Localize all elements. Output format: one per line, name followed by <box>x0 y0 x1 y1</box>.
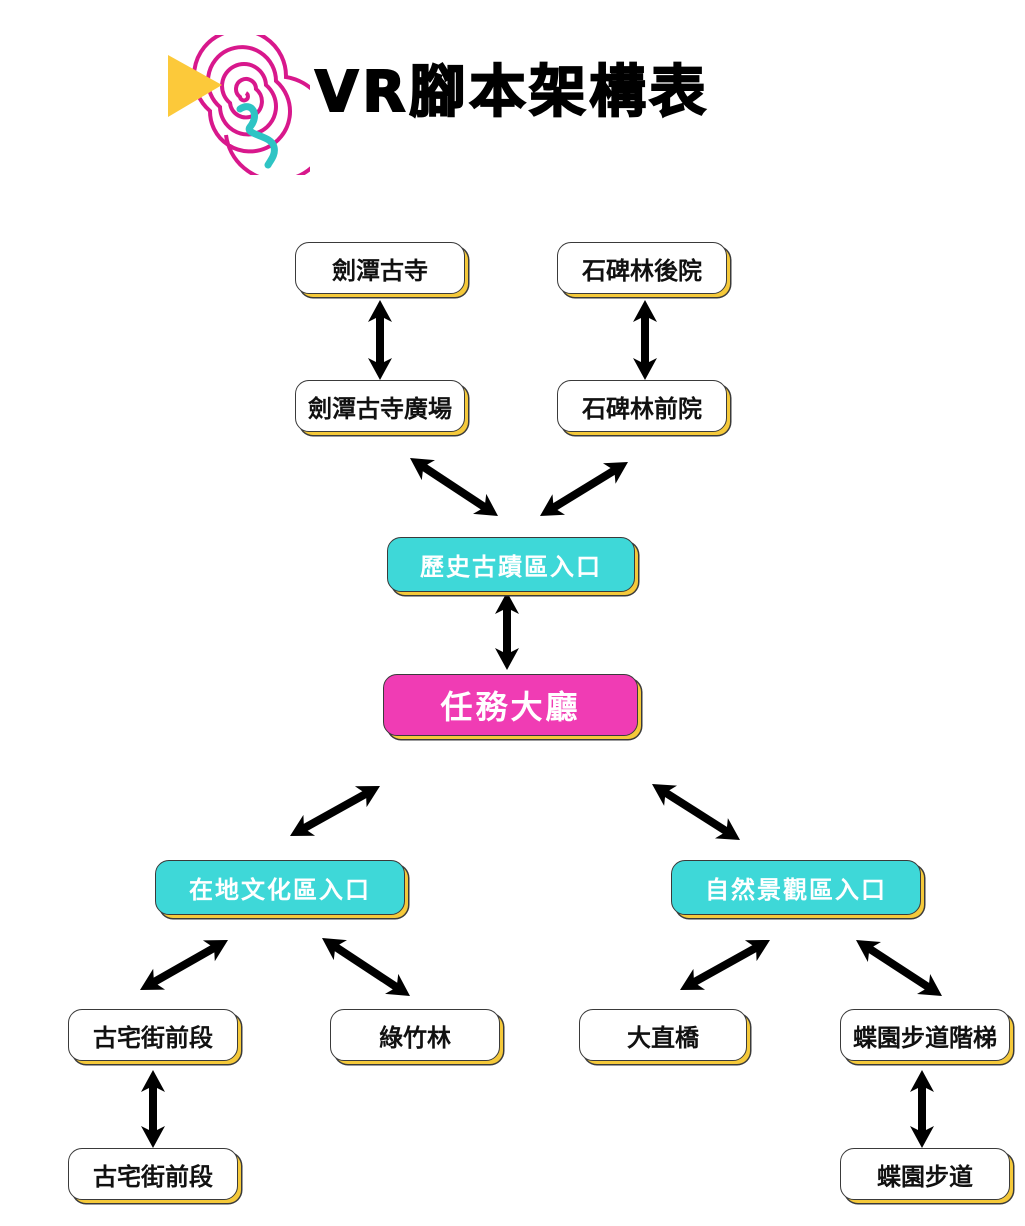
node-label: 任務大廳 <box>440 688 581 726</box>
arrow-stele-front-to-history-entrance <box>540 462 628 516</box>
arrow-head <box>856 940 881 963</box>
arrow-head <box>495 648 519 670</box>
node-old-street-front[interactable]: 古宅街前段 <box>68 1009 238 1061</box>
arrow-head <box>202 940 228 962</box>
arrow-head <box>141 1126 165 1148</box>
arrow-nature-entrance-to-dazhi-bridge <box>856 940 942 996</box>
arrow-head <box>473 493 498 516</box>
arrow-shaft <box>549 465 619 513</box>
node-stele-front[interactable]: 石碑林前院 <box>557 380 727 432</box>
arrow-shaft <box>299 788 371 834</box>
spiral-play-logo-icon <box>168 35 310 175</box>
arrow-head <box>410 458 435 481</box>
node-history-entrance[interactable]: 歷史古蹟區入口 <box>387 537 635 592</box>
arrow-head <box>290 814 316 836</box>
arrow-shaft <box>660 787 732 837</box>
arrow-jiantan-temple-to-jiantan-plaza <box>368 300 392 380</box>
arrow-shaft <box>330 941 402 993</box>
node-label: 蝶園步道階梯 <box>853 1023 997 1052</box>
node-label: 劍潭古寺廣場 <box>308 394 452 423</box>
logo-squiggle <box>236 103 278 169</box>
arrow-stele-back-to-stele-front <box>633 300 657 380</box>
arrow-head <box>680 968 706 990</box>
node-label: 石碑林後院 <box>582 256 702 285</box>
node-old-street-front-2[interactable]: 古宅街前段 <box>68 1148 238 1200</box>
arrow-shaft <box>864 943 934 993</box>
node-label: 古宅街前段 <box>93 1162 213 1191</box>
node-label: 大直橋 <box>627 1023 699 1052</box>
node-nature-entrance[interactable]: 自然景觀區入口 <box>671 860 921 915</box>
arrow-head <box>322 938 347 961</box>
arrow-jiantan-plaza-to-history-entrance <box>410 458 498 516</box>
arrow-hub-to-nature-entrance <box>652 784 740 840</box>
node-hub[interactable]: 任務大廳 <box>383 674 638 736</box>
arrow-head <box>633 358 657 380</box>
arrow-head <box>652 784 678 806</box>
node-dazhi-bridge[interactable]: 大直橋 <box>579 1009 747 1061</box>
logo-triangle <box>168 55 222 117</box>
node-label: 歷史古蹟區入口 <box>420 553 602 581</box>
node-label: 劍潭古寺 <box>332 256 428 285</box>
node-bamboo-forest[interactable]: 綠竹林 <box>330 1009 500 1061</box>
arrow-head <box>910 1126 934 1148</box>
node-butterfly-trail[interactable]: 蝶園步道 <box>840 1148 1010 1200</box>
arrow-head <box>140 968 166 990</box>
arrow-shaft <box>689 942 761 988</box>
arrow-shaft <box>149 943 219 987</box>
page-title: VR腳本架構表 <box>314 59 710 126</box>
arrow-head <box>354 786 380 808</box>
node-label: 自然景觀區入口 <box>705 876 887 904</box>
arrow-head <box>385 973 410 996</box>
arrow-head <box>917 973 942 996</box>
node-stele-back[interactable]: 石碑林後院 <box>557 242 727 294</box>
node-label: 蝶園步道 <box>877 1162 973 1191</box>
arrow-shaft <box>418 461 490 513</box>
node-jiantan-temple[interactable]: 劍潭古寺 <box>295 242 465 294</box>
node-label: 石碑林前院 <box>582 394 702 423</box>
arrow-hub-to-culture-entrance <box>290 786 380 836</box>
arrow-head <box>540 494 566 516</box>
arrow-head <box>368 300 392 322</box>
arrow-head <box>141 1070 165 1092</box>
arrow-head <box>910 1070 934 1092</box>
node-jiantan-plaza[interactable]: 劍潭古寺廣場 <box>295 380 465 432</box>
arrow-old-street-front-to-old-street-front-2 <box>680 940 770 990</box>
arrow-head <box>633 300 657 322</box>
arrow-head <box>714 818 740 840</box>
arrow-nature-entrance-to-butterfly-stairs <box>141 1070 165 1148</box>
arrow-history-entrance-to-hub <box>495 592 519 670</box>
node-label: 綠竹林 <box>379 1023 451 1052</box>
arrow-head <box>495 592 519 614</box>
node-butterfly-stairs[interactable]: 蝶園步道階梯 <box>840 1009 1010 1061</box>
node-label: 古宅街前段 <box>93 1023 213 1052</box>
node-label: 在地文化區入口 <box>189 876 371 904</box>
arrow-culture-entrance-to-bamboo-forest <box>322 938 410 996</box>
arrow-butterfly-stairs-to-butterfly-trail <box>910 1070 934 1148</box>
arrow-head <box>744 940 770 962</box>
arrow-head <box>602 462 628 484</box>
arrow-head <box>368 358 392 380</box>
arrow-culture-entrance-to-old-street-front <box>140 940 228 990</box>
node-culture-entrance[interactable]: 在地文化區入口 <box>155 860 405 915</box>
